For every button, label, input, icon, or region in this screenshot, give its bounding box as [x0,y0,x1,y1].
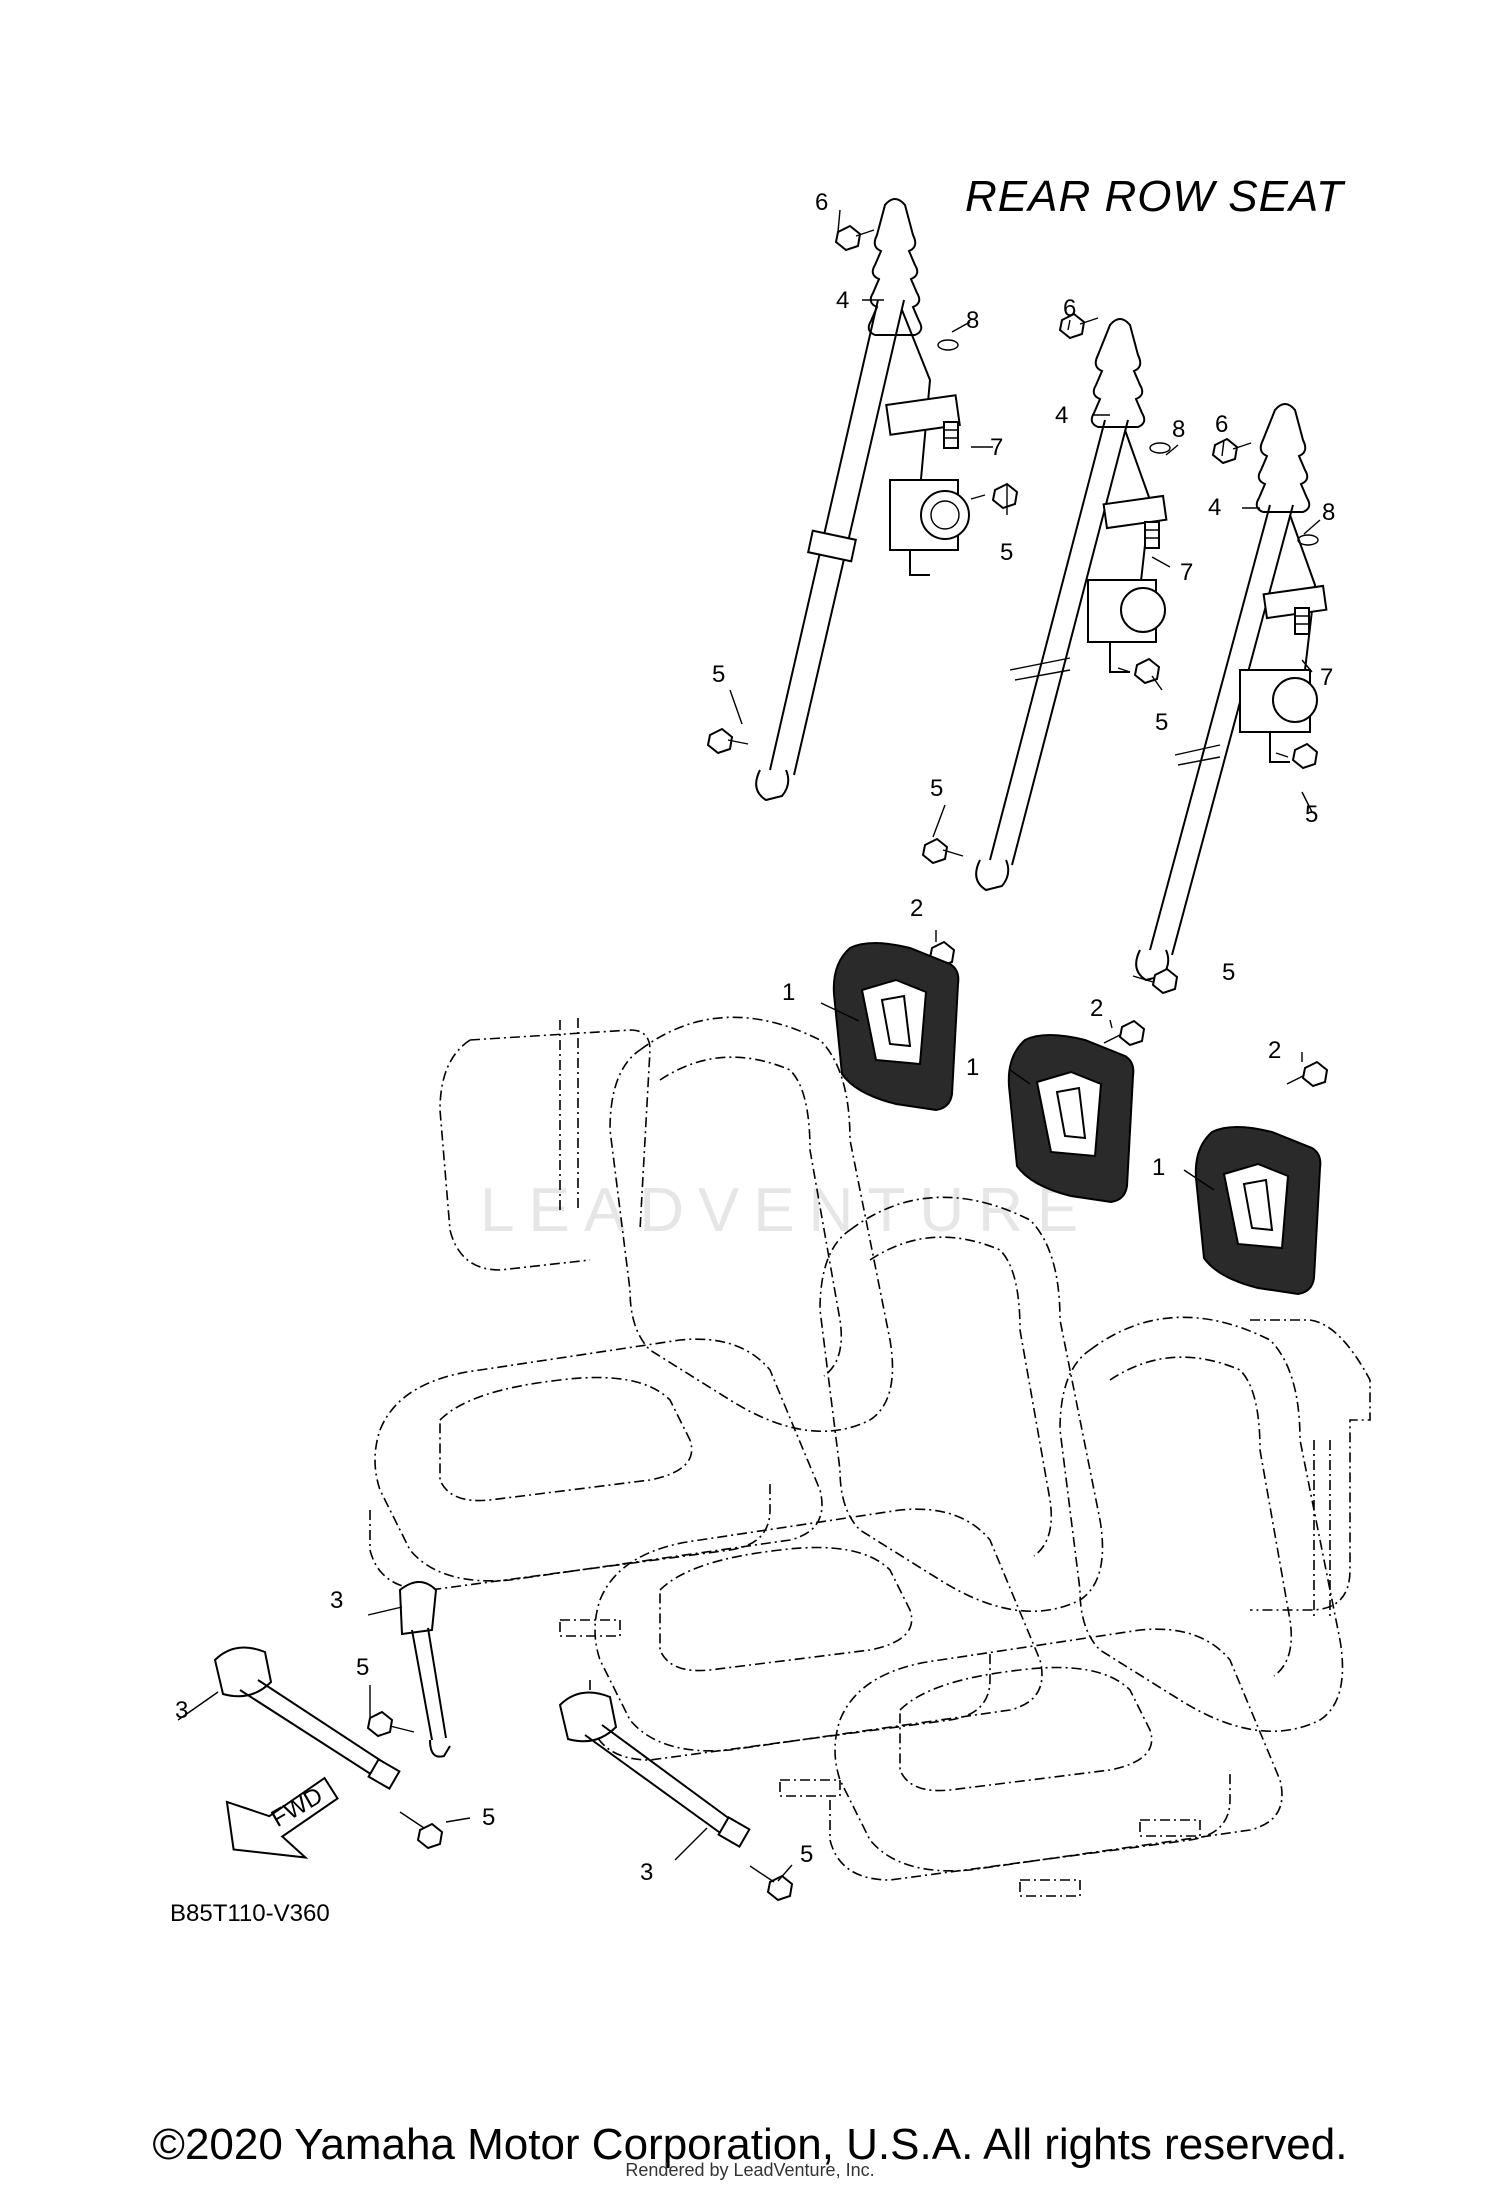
washer-8-a [937,339,959,351]
callout-5-e: 5 [1305,801,1318,828]
buckles [213,1581,751,1849]
bolt-5-g [366,1710,415,1738]
callout-4-right: 4 [1208,494,1221,521]
callout-5-f: 5 [1222,959,1235,986]
callout-8-right: 8 [1322,499,1335,526]
callout-7-center: 7 [1180,559,1193,586]
callout-3-c: 3 [640,1859,653,1886]
callout-7-left: 7 [990,434,1003,461]
callout-2-b: 2 [1090,995,1103,1022]
callout-1-c: 1 [1152,1154,1165,1181]
callout-6-right: 6 [1215,411,1228,438]
callout-5-d: 5 [930,775,943,802]
callout-8-left: 8 [966,307,979,334]
seats [369,1016,1371,1897]
bolts [366,224,1329,1902]
callout-5-c: 5 [1155,709,1168,736]
diagram-title: REAR ROW SEAT [965,172,1344,221]
watermark: LEADVENTURE [480,1176,1093,1245]
callouts: 6 4 8 7 5 5 6 4 8 7 5 5 6 4 8 7 5 5 2 1 … [175,189,1335,1886]
washer-8-b [1149,442,1171,454]
callout-2-a: 2 [910,895,923,922]
drawing-code: B85T110-V360 [170,1900,330,1927]
buckle-b [398,1581,451,1758]
bolt-5-i [749,1865,794,1902]
trim-cover-a [832,942,960,1112]
callout-6-left: 6 [815,189,828,216]
callout-6-center: 6 [1063,295,1076,322]
callout-3-a: 3 [330,1587,343,1614]
buckle-c [558,1691,751,1849]
callout-4-center: 4 [1055,402,1068,429]
fwd-arrow: FWD [225,1776,339,1859]
trim-covers [832,942,1322,1296]
bolt-5-d [921,837,964,865]
bolt-6-right [1211,437,1252,465]
rendered-by-note: Rendered by LeadVenture, Inc. [625,2160,875,2180]
washer-8-c [1297,534,1319,546]
bolt-6-center [1058,312,1099,340]
callout-5-g: 5 [356,1654,369,1681]
callout-2-c: 2 [1268,1037,1281,1064]
buckle-a [213,1646,401,1791]
bolt-5-b [706,727,749,755]
callout-5-a: 5 [1000,539,1013,566]
callout-1-b: 1 [966,1054,979,1081]
bolt-7-a [943,421,959,449]
bolt-6-left [834,224,875,252]
callout-4-left: 4 [836,287,849,314]
leader-lines [177,209,1321,1882]
copyright-notice: ©2020 Yamaha Motor Corporation, U.S.A. A… [152,2120,1348,2169]
callout-3-b: 3 [175,1697,188,1724]
bolt-7-b [1144,521,1160,549]
bolt-5-e [1275,742,1319,770]
callout-7-right: 7 [1320,664,1333,691]
seat-belt-right [1135,403,1328,982]
bolt-5-a [970,482,1019,510]
bolt-5-h [399,1811,444,1850]
bolt-2-c [1286,1060,1329,1088]
callout-8-center: 8 [1172,416,1185,443]
callout-5-b: 5 [712,661,725,688]
trim-cover-b [1007,1034,1135,1204]
bolt-7-c [1294,607,1310,635]
callout-5-i: 5 [800,1841,813,1868]
bolt-2-b [1103,1019,1146,1047]
bolt-5-f [1132,967,1179,995]
seat-belt-left [755,198,970,802]
callout-1-a: 1 [782,979,795,1006]
callout-5-h: 5 [482,1804,495,1831]
trim-cover-c [1194,1126,1322,1296]
seat-belt-center [975,318,1168,892]
